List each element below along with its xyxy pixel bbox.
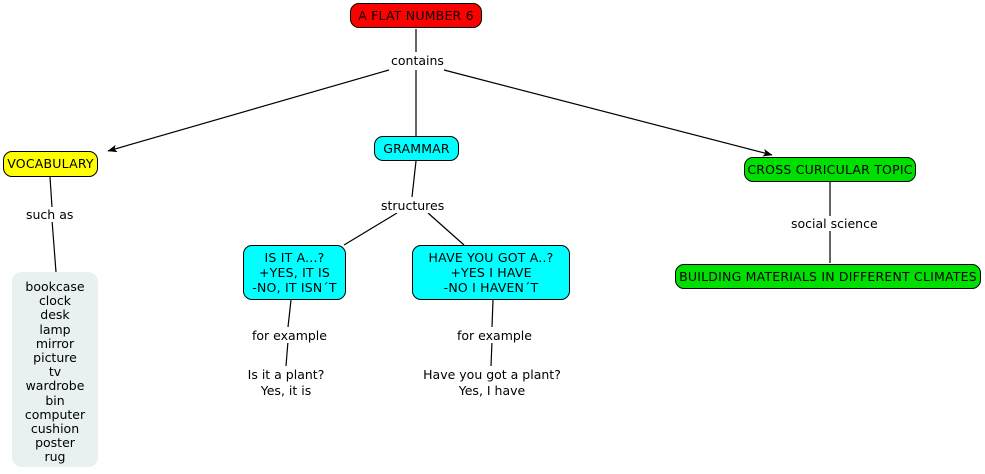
edge-box2-forexample <box>491 299 494 328</box>
edge-forexample-example2 <box>490 340 493 367</box>
node-grammar[interactable]: GRAMMAR <box>374 136 459 161</box>
leaf-example-is-it-a: Is it a plant? Yes, it is <box>247 367 325 398</box>
edge-contains-cross-curricular <box>443 69 773 157</box>
edge-label-structures: structures <box>379 198 447 213</box>
edge-label-such-as: such as <box>24 207 76 222</box>
node-vocabulary-list[interactable]: bookcase clock desk lamp mirror picture … <box>12 272 98 467</box>
edge-grammar-structures <box>411 160 417 198</box>
edge-label-contains: contains <box>389 53 446 68</box>
edge-forexample-example1 <box>285 340 289 367</box>
edge-label-for-example-1: for example <box>250 328 329 343</box>
node-structure-have-you-got[interactable]: HAVE YOU GOT A..? +YES I HAVE -NO I HAVE… <box>412 245 570 300</box>
edge-structures-box2 <box>427 212 465 246</box>
edge-vocabulary-suchas <box>49 176 53 208</box>
node-vocabulary[interactable]: VOCABULARY <box>3 151 98 177</box>
node-building-materials[interactable]: BUILDING MATERIALS IN DIFFERENT CLIMATES <box>675 264 981 289</box>
edge-label-social-science: social science <box>789 216 880 231</box>
node-root[interactable]: A FLAT NUMBER 6 <box>350 3 482 28</box>
edge-contains-vocabulary <box>107 69 390 153</box>
node-cross-curricular-topic[interactable]: CROSS CURICULAR TOPIC <box>744 157 916 182</box>
node-structure-is-it-a[interactable]: IS IT A...? +YES, IT IS -NO, IT ISN´T <box>243 245 346 300</box>
edge-suchas-list <box>51 219 57 273</box>
edge-box1-forexample <box>287 299 292 328</box>
edge-structures-box1 <box>343 212 398 246</box>
leaf-example-have-you-got: Have you got a plant? Yes, I have <box>423 367 561 398</box>
edge-label-for-example-2: for example <box>455 328 534 343</box>
